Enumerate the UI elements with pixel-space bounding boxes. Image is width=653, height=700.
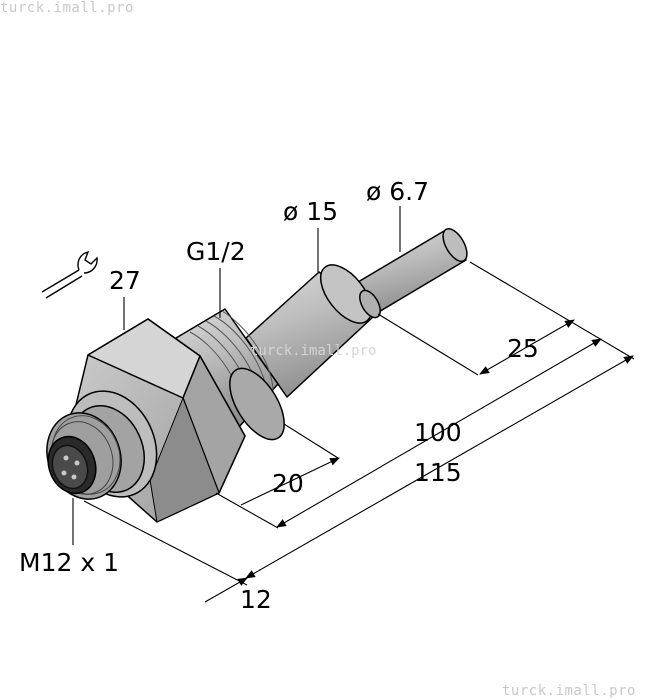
label-wrench-size: 27 bbox=[109, 266, 141, 295]
ext-thread-end bbox=[283, 423, 339, 459]
m12-connector bbox=[46, 412, 122, 500]
dim-line-12 bbox=[204, 577, 248, 603]
label-thread-length: 20 bbox=[272, 469, 304, 498]
label-body-diameter: ø 15 bbox=[283, 197, 338, 226]
sensor-body bbox=[46, 228, 468, 523]
dimension-lines bbox=[72, 206, 635, 603]
ext-shaft-end bbox=[377, 313, 479, 376]
label-connector-length: 12 bbox=[240, 585, 272, 614]
wrench-icon bbox=[41, 250, 98, 299]
watermark-top-left: turck.imall.pro bbox=[0, 0, 134, 16]
ext-probe-tip bbox=[469, 261, 635, 360]
label-thread: G1/2 bbox=[186, 237, 246, 266]
ext-nut-face bbox=[215, 492, 279, 529]
ext-connector-end bbox=[83, 500, 248, 586]
label-probe-tip-length: 25 bbox=[507, 334, 539, 363]
dim-line-20 bbox=[240, 457, 340, 506]
label-connector: M12 x 1 bbox=[19, 548, 119, 577]
watermark-center: turck.imall.pro bbox=[250, 343, 376, 359]
dim-line-115 bbox=[245, 355, 634, 579]
watermark-bottom-right: turck.imall.pro bbox=[502, 683, 636, 699]
label-probe-diameter: ø 6.7 bbox=[366, 177, 429, 206]
label-length-inner: 100 bbox=[414, 418, 462, 447]
label-length-total: 115 bbox=[414, 458, 462, 487]
dimension-labels: 27 G1/2 ø 15 ø 6.7 25 100 115 20 M12 x 1… bbox=[19, 177, 539, 614]
